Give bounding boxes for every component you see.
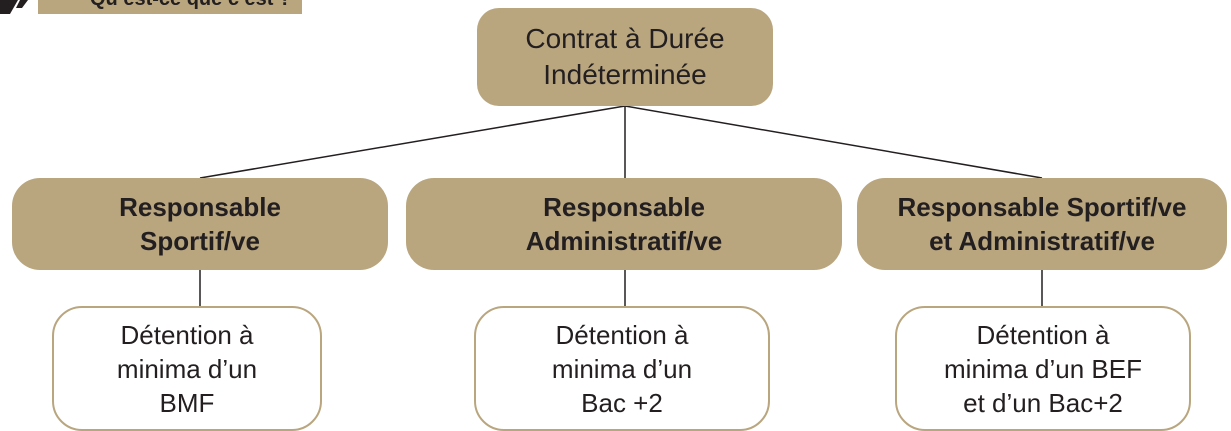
role-node-sportif-administratif: Responsable Sportif/ve et Administratif/… xyxy=(857,178,1227,270)
role-3-line-1: Responsable Sportif/ve xyxy=(897,192,1187,222)
role-3-line-2: et Administratif/ve xyxy=(929,226,1155,256)
requirement-node-bef-bac2: Détention à minima d’un BEF et d’un Bac+… xyxy=(895,306,1191,431)
role-1-line-1: Responsable xyxy=(119,192,281,222)
connector-root-to-role-3 xyxy=(624,105,1043,179)
req-2-line-1: Détention à xyxy=(555,319,689,350)
role-node-sportif: Responsable Sportif/ve xyxy=(12,178,388,270)
req-1-line-1: Détention à xyxy=(120,319,254,350)
req-3-line-2: minima d’un BEF xyxy=(944,353,1142,384)
root-line-1: Contrat à Durée xyxy=(525,23,725,54)
root-node-cdi: Contrat à Durée Indéterminée xyxy=(477,8,773,106)
req-3-line-1: Détention à xyxy=(976,319,1110,350)
requirement-node-bmf: Détention à minima d’un BMF xyxy=(52,306,322,431)
role-node-administratif: Responsable Administratif/ve xyxy=(406,178,842,270)
req-1-line-2: minima d’un xyxy=(116,353,258,384)
connector-root-to-role-1 xyxy=(199,105,626,179)
role-1-line-2: Sportif/ve xyxy=(140,226,260,256)
req-2-line-3: Bac +2 xyxy=(581,387,663,418)
requirement-node-bac2: Détention à minima d’un Bac +2 xyxy=(474,306,770,431)
header-tab-label: Qu’est-ce que c’est ? xyxy=(90,0,291,11)
role-2-line-2: Administratif/ve xyxy=(525,226,723,256)
req-3-line-3: et d’un Bac+2 xyxy=(963,387,1123,418)
root-line-2: Indéterminée xyxy=(543,59,707,90)
header-tab: Qu’est-ce que c’est ? xyxy=(38,0,302,14)
corner-logo-icon xyxy=(0,0,28,14)
role-2-line-1: Responsable xyxy=(543,192,705,222)
connector-lines xyxy=(199,105,1043,306)
req-2-line-2: minima d’un xyxy=(551,353,693,384)
req-1-line-3: BMF xyxy=(159,387,215,418)
